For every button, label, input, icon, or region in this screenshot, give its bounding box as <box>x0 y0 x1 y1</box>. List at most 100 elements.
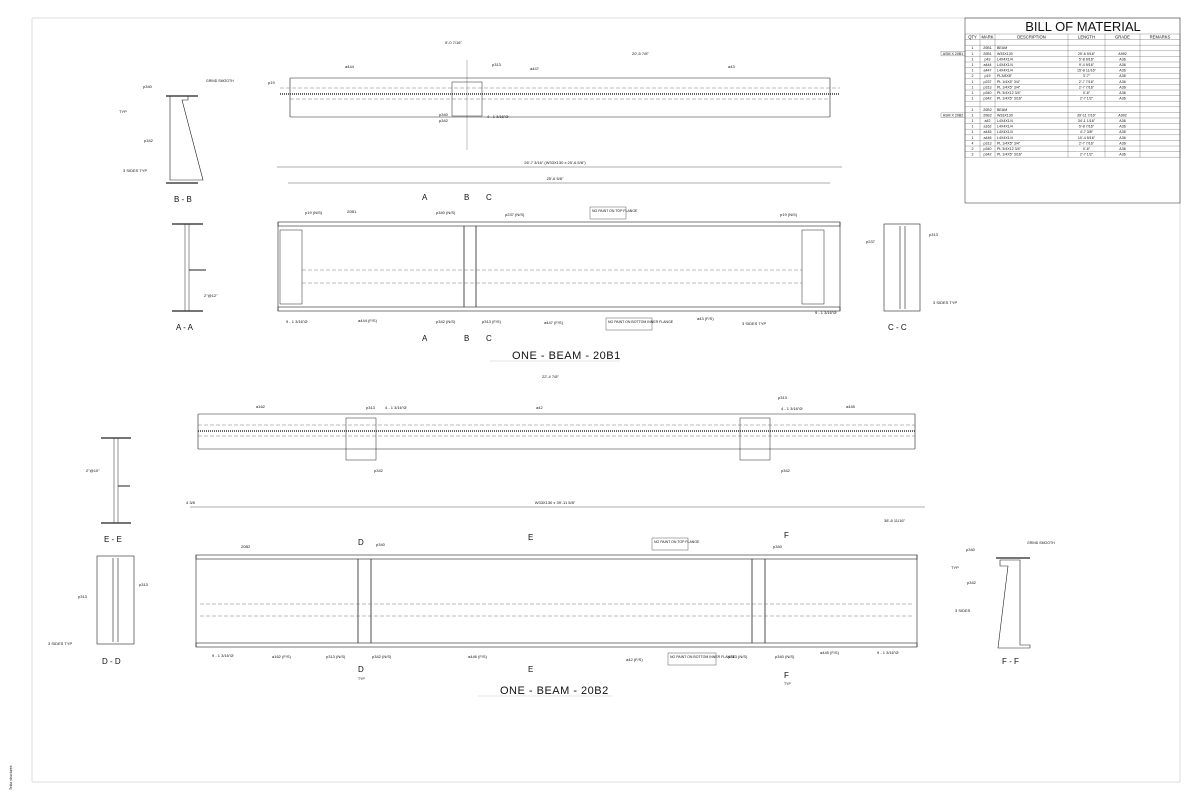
bom-cell: 20B2 <box>983 108 991 112</box>
beam1-plan-label-p342: p342 <box>439 118 449 123</box>
bom-cell: W33X130 <box>997 52 1013 56</box>
beam1-plan-label-p19: p19 <box>268 80 275 85</box>
bom-cell: 1 <box>972 69 974 73</box>
section-f-f-label: F - F <box>1002 657 1019 666</box>
cut-mark-a-top: A <box>422 193 428 202</box>
section-b-b-typ: TYP <box>119 109 127 114</box>
bom-cell: L4X4X1/4 <box>997 119 1013 123</box>
side-note: Tekla structures <box>9 765 13 790</box>
section-e-e: E - E 2"@10" <box>86 437 131 544</box>
beam2-label-mark: 20B2 <box>241 544 251 549</box>
beam1-plan-label-p340: p340 <box>439 112 449 117</box>
section-d-d-p313-left: p313 <box>78 594 88 599</box>
bom-cell: 1 <box>972 113 974 117</box>
beam2-label-a162-fs: a162 (F/S) <box>272 654 292 659</box>
bom-cell: p340 <box>984 147 992 151</box>
bom-cell: 2 <box>972 74 974 78</box>
bom-cell: PL 1/4X5" 3/16" <box>997 153 1023 157</box>
bom-cell: L4X4X1/4 <box>997 69 1013 73</box>
section-e-e-label: E - E <box>104 535 122 544</box>
bom-cell: 10'-4 5/16" <box>1078 136 1096 140</box>
bom-cell: 1 <box>972 125 974 129</box>
beam2-note-bottom-box <box>667 652 717 666</box>
beam1-left-end-plate <box>279 229 303 305</box>
bom-cell: A36 <box>1119 85 1125 89</box>
beam2-label-a42-fs: a42 (F/S) <box>626 657 643 662</box>
beam1-title: ONE - BEAM - 20B1 <box>512 350 621 362</box>
cut-mark-b-top: B <box>464 193 469 202</box>
section-f-f-typ: TYP <box>951 565 959 570</box>
bom-cell: A36 <box>1119 153 1125 157</box>
beam1-label-three-sides: 3 SIDES TYP <box>742 321 766 326</box>
bom-cell: 5'-8 7/16" <box>1079 125 1095 129</box>
beam1-label-mark: 20B1 <box>347 209 357 214</box>
bom-column-header: GRADE <box>1115 34 1130 39</box>
beam2-bolts-left: 9 - 1 3/16"Ø <box>212 653 233 658</box>
section-f-f-shape <box>997 559 1031 649</box>
beam1-label-p19-ns: p19 (N/S) <box>305 210 323 215</box>
section-e-e-web <box>113 437 119 524</box>
beam1-label-a43-fs: a43 (F/S) <box>697 316 714 321</box>
section-a-a-dim: 2"@12" <box>204 293 218 298</box>
section-c-c-three-sides: 3 SIDES TYP <box>933 300 957 305</box>
bom-cell: a447 <box>984 69 992 73</box>
bom-cell: L4X4X1/4 <box>997 130 1013 134</box>
beam2-overall-dim: W33X130 x 39'-11 5/8" <box>535 500 576 505</box>
bom-cell: A36 <box>1119 119 1125 123</box>
bom-cell: L4X4X1/4 <box>997 136 1013 140</box>
bom-cell: a444 <box>984 63 992 67</box>
bom-cell: A36 <box>1119 69 1125 73</box>
bom-cell: A36 <box>1119 63 1125 67</box>
bom-cell: a42 <box>985 119 991 123</box>
bom-cell: A36 <box>1119 57 1125 61</box>
beam1-plan-label-a444: a444 <box>345 64 355 69</box>
beam2-note-top: NO PAINT ON TOP FLANGE <box>654 540 700 544</box>
beam2-label-p313-ns-b: p313 (N/S) <box>728 654 748 659</box>
bom-cell: PL 3/4X12 3/4" <box>997 147 1022 151</box>
bom-cell: p340 <box>984 91 992 95</box>
bom-cell: 0'-6" <box>1083 147 1091 151</box>
bom-cell: 20B2 <box>983 113 991 117</box>
cut-mark-f-top: F <box>784 531 789 540</box>
beam2-typ-f: TYP <box>784 682 791 686</box>
beam2-note-top-box <box>651 537 689 551</box>
bom-cell: A36 <box>1119 91 1125 95</box>
beam1-note-top-box <box>589 206 627 220</box>
beam2-bolts-right: 9 - 1 3/16"Ø <box>877 650 898 655</box>
bom-cell: 1 <box>972 97 974 101</box>
beam1-label-p342-ns: p342 (N/S) <box>436 319 456 324</box>
beam2-plan-label-p342-b: p342 <box>781 468 791 473</box>
beam1-plan-bolts: 4 - 1 3/16"Ø <box>487 114 508 119</box>
cut-mark-e-bottom: E <box>528 665 533 674</box>
bom-cell: 2'-7 7/16" <box>1079 141 1095 145</box>
bom-cell: 5'-8 9/16" <box>1079 57 1095 61</box>
bom-cell: PL 1/4X5" 3/16" <box>997 97 1023 101</box>
bom-cell: L4X4X1/4 <box>997 125 1013 129</box>
bom-column-header: LENGTH <box>1078 34 1095 39</box>
beam2-plan-label-a42: a42 <box>536 405 543 410</box>
beam2-plan-label-p313: p313 <box>366 405 376 410</box>
beam1-note-bottom-box <box>605 317 653 331</box>
beam2-top-flange <box>195 554 918 560</box>
cut-mark-d-bottom: D <box>358 665 364 674</box>
bom-column-header: DESCRIPTION <box>1017 34 1046 39</box>
section-f-f-three-sides: 3 SIDES <box>955 608 971 613</box>
section-f-f-p342: p342 <box>967 580 977 585</box>
beam1-right-end-plate <box>801 229 825 305</box>
section-b-b-shape <box>169 95 204 181</box>
bom-cell: W33X130 <box>997 113 1013 117</box>
sheet-border <box>31 17 1181 783</box>
bom-cell: p313 <box>984 141 992 145</box>
bom-title: BILL OF MATERIAL <box>1025 19 1141 34</box>
bom-cell: L4X4X1/4 <box>997 57 1013 61</box>
cut-mark-c-top: C <box>486 193 492 202</box>
beam2-plan-label-a162: a162 <box>256 404 266 409</box>
beam1-bolts-left: 9 - 1 3/16"Ø <box>286 319 307 324</box>
beam1-label-p19-ns-right: p19 (N/S) <box>780 212 798 217</box>
section-d-d-label: D - D <box>102 657 121 666</box>
bom-cell: 15'-8 11/16" <box>1077 69 1097 73</box>
section-d-d: D - D p313 p313 3 SIDES TYP <box>48 555 149 666</box>
bom-cell: 2'-7 1/2" <box>1080 153 1094 157</box>
